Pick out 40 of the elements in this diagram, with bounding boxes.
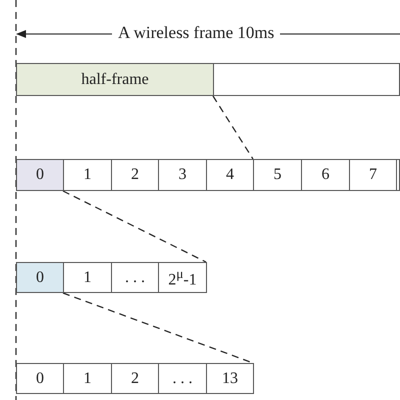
cell-text: 4 (226, 166, 234, 184)
cell-text: 13 (222, 370, 238, 388)
slot-cell (158, 159, 207, 191)
half-frame-box (16, 63, 214, 96)
slot-cell (111, 363, 159, 394)
slot-cell (63, 363, 112, 394)
cell-text: half-frame (81, 70, 149, 88)
cell-text: 1 (84, 268, 92, 286)
cell-text: . . . (125, 268, 145, 286)
zoom-line (212, 96, 254, 160)
slot-cell (206, 363, 254, 394)
slot-cell (111, 262, 159, 293)
frame-box (213, 63, 400, 96)
cell-text: 2 (131, 166, 139, 184)
cell-text: 6 (322, 166, 330, 184)
slot-cell (349, 159, 397, 191)
cell-text: 7 (369, 166, 377, 184)
slot-cell (16, 262, 64, 293)
cell-text: 0 (36, 370, 44, 388)
cell-text: 0 (36, 166, 44, 184)
zoom-line (62, 190, 206, 263)
slot-cell (301, 159, 350, 191)
slot-cell (253, 159, 302, 191)
slot-cell (63, 159, 112, 191)
cell-text: 1 (84, 166, 92, 184)
slot-cell (16, 363, 64, 394)
cell-text: 1 (84, 370, 92, 388)
slot-cell (16, 159, 64, 191)
slot-cell (63, 262, 112, 293)
cell-text: 3 (178, 166, 186, 184)
slot-cell (158, 363, 207, 394)
slot-cell (158, 262, 207, 293)
cell-text: 5 (274, 166, 282, 184)
slot-cell (206, 159, 254, 191)
frame-box (396, 159, 400, 191)
cell-text: 2 (131, 370, 139, 388)
slot-cell (111, 159, 159, 191)
cell-text: 2$^{μ}$-1 (168, 266, 197, 290)
cell-text: 0 (36, 268, 44, 286)
cell-text: . . . (172, 370, 192, 388)
